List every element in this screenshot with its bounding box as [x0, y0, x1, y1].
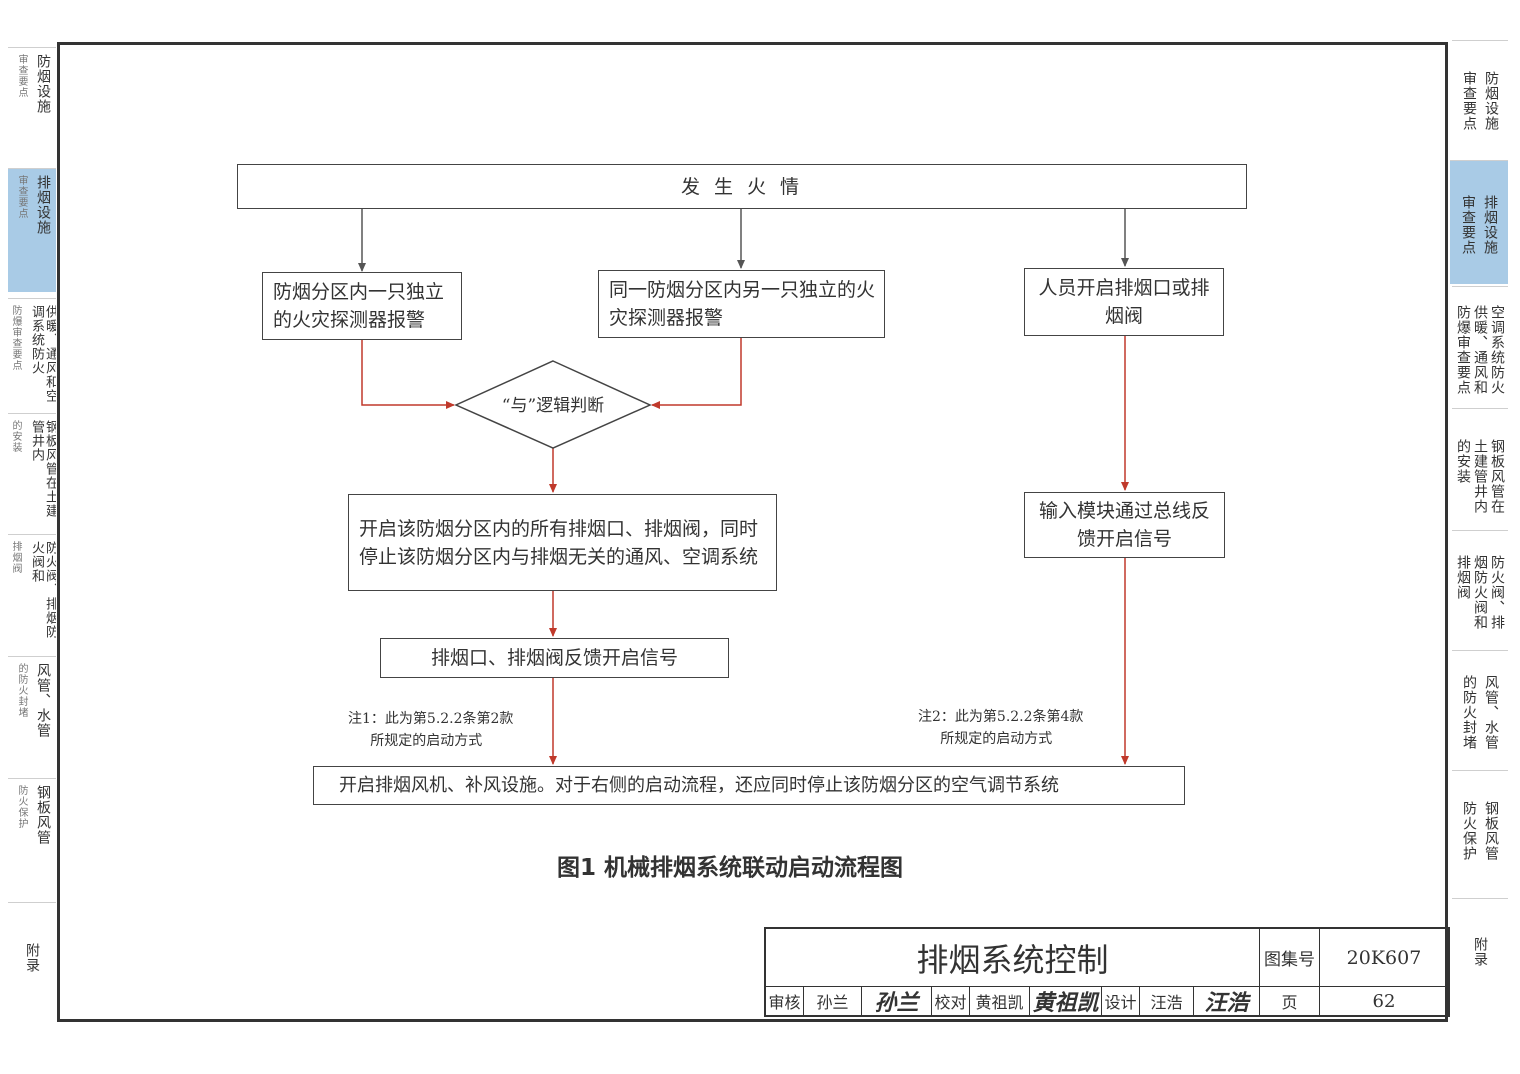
sidebar-right-item[interactable]: 防火保护 钢板风管 [1452, 770, 1508, 894]
sidebar-left-item[interactable]: 防火保护 钢板风管 [8, 778, 56, 898]
and-logic-label: “与”逻辑判断 [501, 396, 605, 416]
reviewer-signature: 孙兰 [862, 987, 932, 1016]
title-block-title: 排烟系统控制 [766, 929, 1260, 987]
manual-open-box: 人员开启排烟口或排烟阀 [1024, 268, 1224, 336]
sidebar-col: 防烟设施 [1483, 71, 1499, 131]
sidebar-sub: 审查要点 [16, 54, 27, 98]
sidebar-col: 供暖、通风和 [1472, 305, 1488, 395]
atlas-number: 20K607 [1320, 929, 1448, 987]
feedback-box: 排烟口、排烟阀反馈开启信号 [380, 638, 729, 678]
sidebar-right-item[interactable]: 审查要点 防烟设施 [1452, 40, 1508, 158]
fire-start-box: 发 生 火 情 [237, 164, 1247, 209]
sidebar-right-item[interactable]: 附录 [1452, 898, 1508, 1022]
sidebar-right-item[interactable]: 的防火封堵 风管、水管 [1452, 650, 1508, 768]
sidebar-left-item[interactable]: 的防火封堵 风管、水管 [8, 656, 56, 776]
design-label: 设计 [1102, 987, 1140, 1015]
check-label: 校对 [932, 987, 970, 1015]
sidebar-col: 钢板风管在 [1489, 439, 1505, 514]
review-label: 审核 [766, 987, 804, 1015]
open-all-box: 开启该防烟分区内的所有排烟口、排烟阀，同时停止该防烟分区内与排烟无关的通风、空调… [348, 494, 777, 591]
sidebar-col: 排烟设施 [1482, 195, 1498, 255]
reviewer-signature-text: 孙兰 [874, 990, 919, 1016]
sidebar-left-item[interactable]: 排烟阀 防火阀、排烟防火阀和 [8, 534, 56, 652]
sidebar-sub: 防爆审查要点 [10, 305, 21, 371]
left-detector-box: 防烟分区内一只独立的火灾探测器报警 [262, 272, 462, 340]
red-arrows [361, 336, 1129, 765]
left-detector-label: 防烟分区内一只独立的火灾探测器报警 [273, 281, 445, 331]
page-label: 页 [1260, 987, 1320, 1015]
sidebar-col: 的防火封堵 [1461, 675, 1477, 750]
sidebar-left-item[interactable]: 审查要点 防烟设施 [8, 47, 56, 167]
sidebar-sub: 防火保护 [16, 785, 27, 829]
sidebar-label: 排烟设施 [35, 175, 51, 235]
sidebar-col: 的安装 [1455, 439, 1471, 484]
and-logic-diamond [454, 360, 652, 449]
figure-caption: 图1 机械排烟系统联动启动流程图 [557, 855, 904, 881]
sidebar-left-item[interactable]: 防爆审查要点 供暖、通风和空调系统防火 [8, 298, 56, 410]
checker-signature-text: 黄祖凯 [1032, 990, 1099, 1016]
reviewer-name: 孙兰 [804, 987, 862, 1015]
designer-signature-text: 汪浩 [1204, 990, 1249, 1016]
sidebar-col: 防火保护 [1461, 801, 1477, 861]
sidebar-col: 审查要点 [1461, 71, 1477, 131]
sidebar-label: 风管、水管 [35, 663, 51, 738]
sidebar-col: 风管、水管 [1483, 675, 1499, 750]
sidebar-sub: 审查要点 [16, 175, 27, 219]
sidebar-right-item[interactable]: 防爆审查要点 供暖、通风和 空调系统防火 [1452, 286, 1508, 406]
sidebar-col: 审查要点 [1460, 195, 1476, 255]
sidebar-right-item[interactable]: 排烟阀 烟防火阀和 防火阀、排 [1452, 530, 1508, 648]
mid-detector-box: 同一防烟分区内另一只独立的火灾探测器报警 [598, 270, 885, 338]
designer-name: 汪浩 [1140, 987, 1194, 1015]
sidebar-label: 防火阀、排烟防火阀和 [29, 541, 56, 639]
input-module-box: 输入模块通过总线反馈开启信号 [1024, 492, 1225, 558]
gray-arrows [358, 208, 1129, 272]
sidebar-left-item-active[interactable]: 审查要点 排烟设施 [8, 168, 56, 292]
sidebar-col: 空调系统防火 [1489, 305, 1505, 395]
sidebar-label: 防烟设施 [35, 54, 51, 114]
title-block: 排烟系统控制 图集号 20K607 审核 孙兰 孙兰 校对 黄祖凯 黄祖凯 设计… [764, 927, 1450, 1017]
feedback-label: 排烟口、排烟阀反馈开启信号 [430, 647, 678, 669]
sidebar-col: 附录 [1472, 937, 1488, 967]
sidebar-right-item[interactable]: 的安装 土建管井内 钢板风管在 [1452, 408, 1508, 528]
checker-name: 黄祖凯 [970, 987, 1030, 1015]
sidebar-col: 排烟阀 [1455, 555, 1471, 600]
final-label: 开启排烟风机、补风设施。对于右侧的启动流程，还应同时停止该防烟分区的空气调节系统 [339, 774, 1059, 796]
sidebar-label: 附录 [24, 943, 40, 973]
sidebar-col: 防爆审查要点 [1455, 305, 1471, 395]
final-box: 开启排烟风机、补风设施。对于右侧的启动流程，还应同时停止该防烟分区的空气调节系统 [313, 766, 1185, 805]
checker-signature: 黄祖凯 [1030, 987, 1102, 1016]
sidebar-col: 烟防火阀和 [1472, 555, 1488, 630]
manual-open-label: 人员开启排烟口或排烟阀 [1038, 277, 1210, 327]
open-all-label: 开启该防烟分区内的所有排烟口、排烟阀，同时停止该防烟分区内与排烟无关的通风、空调… [359, 517, 759, 568]
sidebar-left-item[interactable]: 的安装 钢板风管在土建管井内 [8, 413, 56, 531]
note-2: 注2：此为第5.2.2条第4款 所规定的启动方式 [918, 709, 1084, 747]
drawing-frame [57, 42, 1448, 1022]
sidebar-label: 供暖、通风和空调系统防火 [29, 305, 56, 403]
input-module-label: 输入模块通过总线反馈开启信号 [1038, 500, 1210, 550]
sidebar-col: 防火阀、排 [1489, 555, 1505, 630]
designer-signature: 汪浩 [1194, 987, 1260, 1016]
note-1: 注1：此为第5.2.2条第2款 所规定的启动方式 [348, 711, 514, 749]
page-number: 62 [1372, 990, 1396, 1012]
sidebar-label: 钢板风管 [35, 785, 51, 845]
sidebar-label: 钢板风管在土建管井内 [29, 420, 56, 518]
sidebar-col: 土建管井内 [1472, 439, 1488, 514]
sidebar-sub: 的安装 [10, 420, 21, 453]
sidebar-sub: 排烟阀 [10, 541, 21, 574]
atlas-label: 图集号 [1260, 929, 1320, 987]
sidebar-left-item[interactable]: 附录 [8, 902, 56, 1022]
fire-start-label: 发 生 火 情 [680, 175, 804, 198]
mid-detector-label: 同一防烟分区内另一只独立的火灾探测器报警 [609, 279, 876, 329]
sidebar-col: 钢板风管 [1483, 801, 1499, 861]
sidebar-right-item-active[interactable]: 审查要点 排烟设施 [1450, 160, 1508, 284]
sidebar-sub: 的防火封堵 [16, 663, 27, 718]
